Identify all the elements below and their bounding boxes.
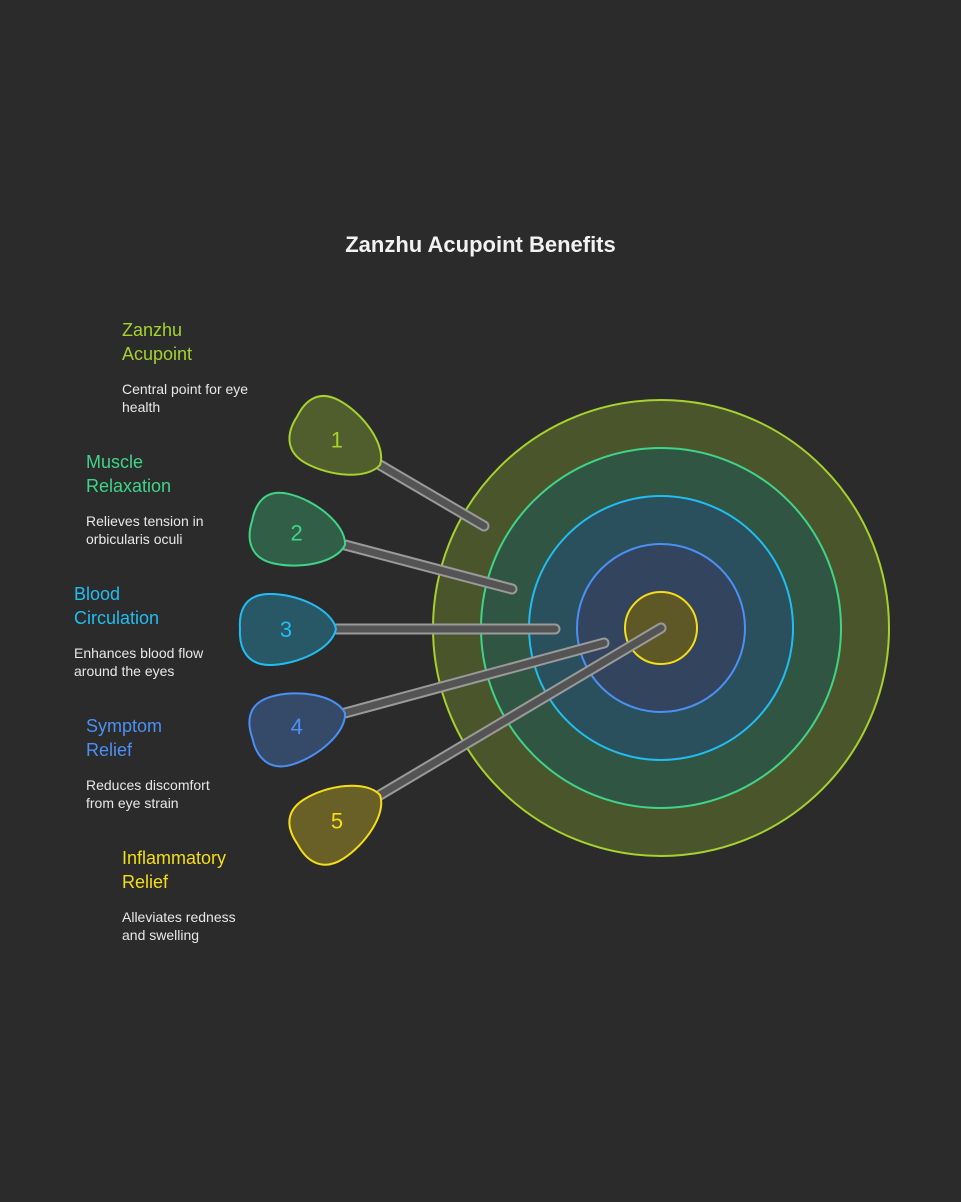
item-desc: Central point for eye health [122,381,249,415]
dart-flight [288,784,383,866]
dart-flight [238,592,338,667]
item-desc: Relieves tension in orbicularis oculi [86,513,204,547]
dart-number: 2 [291,520,303,545]
item-title: Zanzhu Acupoint [122,320,193,364]
item-title: Blood Circulation [74,584,160,628]
dart-flight [248,491,347,567]
dart-number: 4 [291,714,303,739]
dart-5: 5 [288,622,667,866]
item-title: Muscle Relaxation [86,452,172,496]
dart-flight [248,692,347,768]
dart-3: 3 [238,592,561,667]
dart-flight [288,394,383,476]
item-title: Inflammatory Relief [122,848,227,892]
dart-number: 1 [331,428,343,453]
item-3-label: Blood Circulation Enhances blood flow ar… [74,582,254,680]
dart-2: 2 [248,491,518,595]
dart-1: 1 [288,394,490,532]
item-4-label: Symptom Relief Reduces discomfort from e… [86,714,266,812]
dart-4: 4 [248,637,610,768]
item-title: Symptom Relief [86,716,163,760]
item-2-label: Muscle Relaxation Relieves tension in or… [86,450,266,548]
item-5-label: Inflammatory Relief Alleviates redness a… [122,846,302,944]
diagram-title: Zanzhu Acupoint Benefits [345,232,616,257]
item-desc: Alleviates redness and swelling [122,909,236,943]
item-desc: Enhances blood flow around the eyes [74,645,204,679]
dart-number: 5 [331,809,343,834]
item-desc: Reduces discomfort from eye strain [86,777,210,811]
item-1-label: Zanzhu Acupoint Central point for eye he… [122,318,302,416]
dart-number: 3 [280,617,292,642]
